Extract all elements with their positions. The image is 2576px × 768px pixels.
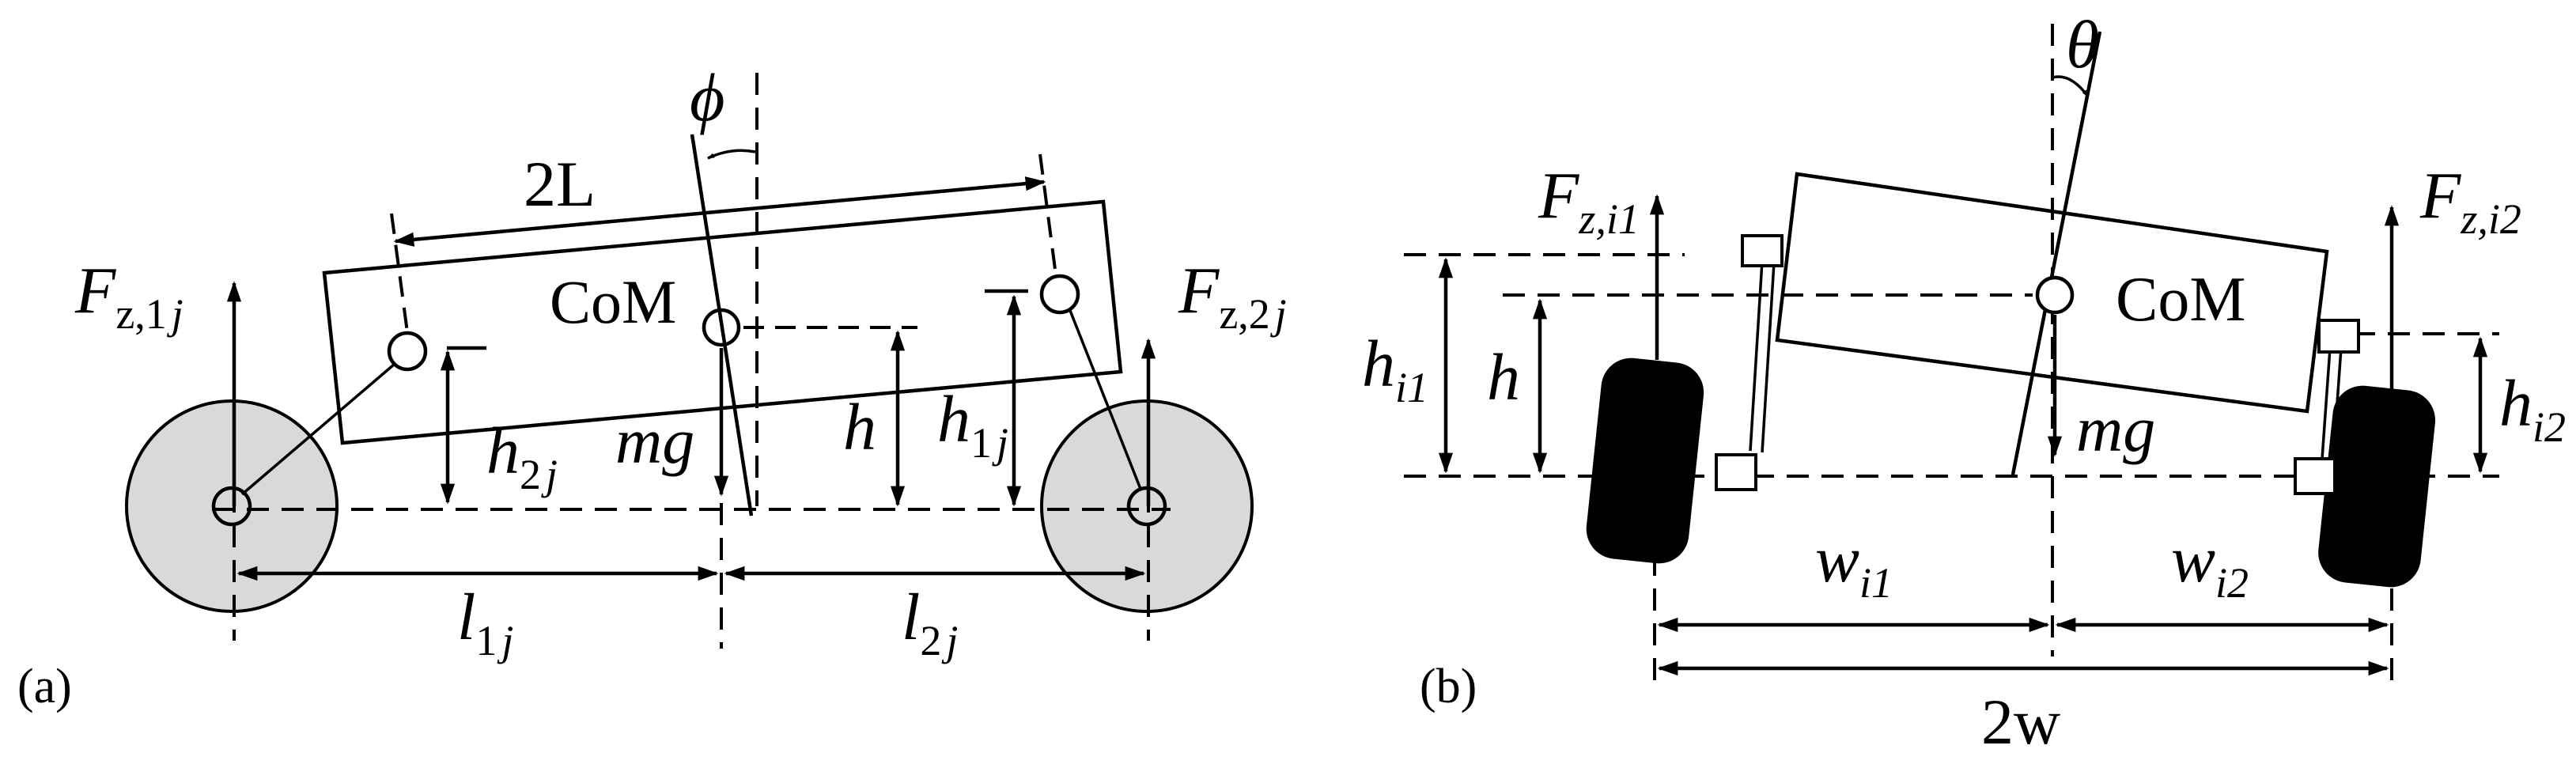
- panel-b: (b) θ CoM mg h Fz,i1 Fz,i2 hi1 hi2 wi1 w…: [1362, 6, 2566, 758]
- rear-hub: [211, 486, 252, 527]
- 2l-label: 2L: [524, 148, 596, 220]
- right-tyre: [2318, 385, 2436, 588]
- right-upper-mount: [2317, 319, 2360, 354]
- phi-angle-arc: [707, 149, 756, 160]
- 2w-label: 2w: [1981, 686, 2060, 758]
- mg-label-b: mg: [2076, 393, 2155, 465]
- mg-label-a: mg: [615, 405, 694, 477]
- phi-label: ϕ: [690, 59, 725, 135]
- front-suspension-link: [1066, 304, 1142, 490]
- pitched-axis-line: [690, 134, 754, 516]
- left-upper-mount: [1741, 234, 1784, 267]
- com-marker-b: [2035, 275, 2075, 315]
- 2l-extension-right: [1038, 153, 1057, 276]
- 2l-dimension-arrow: [393, 176, 1046, 247]
- panel-a-tag: (a): [17, 660, 72, 713]
- rear-pivot: [387, 331, 428, 372]
- com-label-b: CoM: [2116, 265, 2246, 335]
- 2l-extension-left: [390, 213, 409, 333]
- h-label-a: h: [843, 391, 876, 464]
- right-strut-1: [2321, 347, 2332, 460]
- right-strut-2: [2332, 347, 2343, 460]
- theta-label: θ: [2066, 6, 2099, 82]
- left-strut-2: [1761, 262, 1776, 453]
- hi2-label: hi2: [2499, 367, 2566, 451]
- com-label-a: CoM: [550, 267, 676, 336]
- left-strut-1: [1749, 260, 1764, 452]
- right-lower-mount: [2294, 457, 2336, 495]
- rear-suspension-link: [240, 358, 401, 496]
- h-label-b: h: [1487, 341, 1520, 414]
- theta-angle-arc: [2052, 75, 2090, 98]
- fz-i2-label: Fz,i2: [2419, 159, 2521, 243]
- wi1-label: wi1: [1815, 523, 1893, 607]
- left-tyre: [1586, 358, 1704, 564]
- panel-b-tag: (b): [1420, 660, 1477, 713]
- wi2-label: wi2: [2171, 523, 2249, 607]
- hi1-label: hi1: [1362, 327, 1428, 411]
- front-pivot: [1039, 274, 1080, 315]
- left-lower-mount: [1715, 453, 1757, 491]
- fz-i1-label: Fz,i1: [1538, 159, 1640, 243]
- rolled-axis-line: [2010, 31, 2102, 475]
- vehicle-body-b: [1775, 172, 2329, 414]
- rear-wheel: [125, 399, 339, 613]
